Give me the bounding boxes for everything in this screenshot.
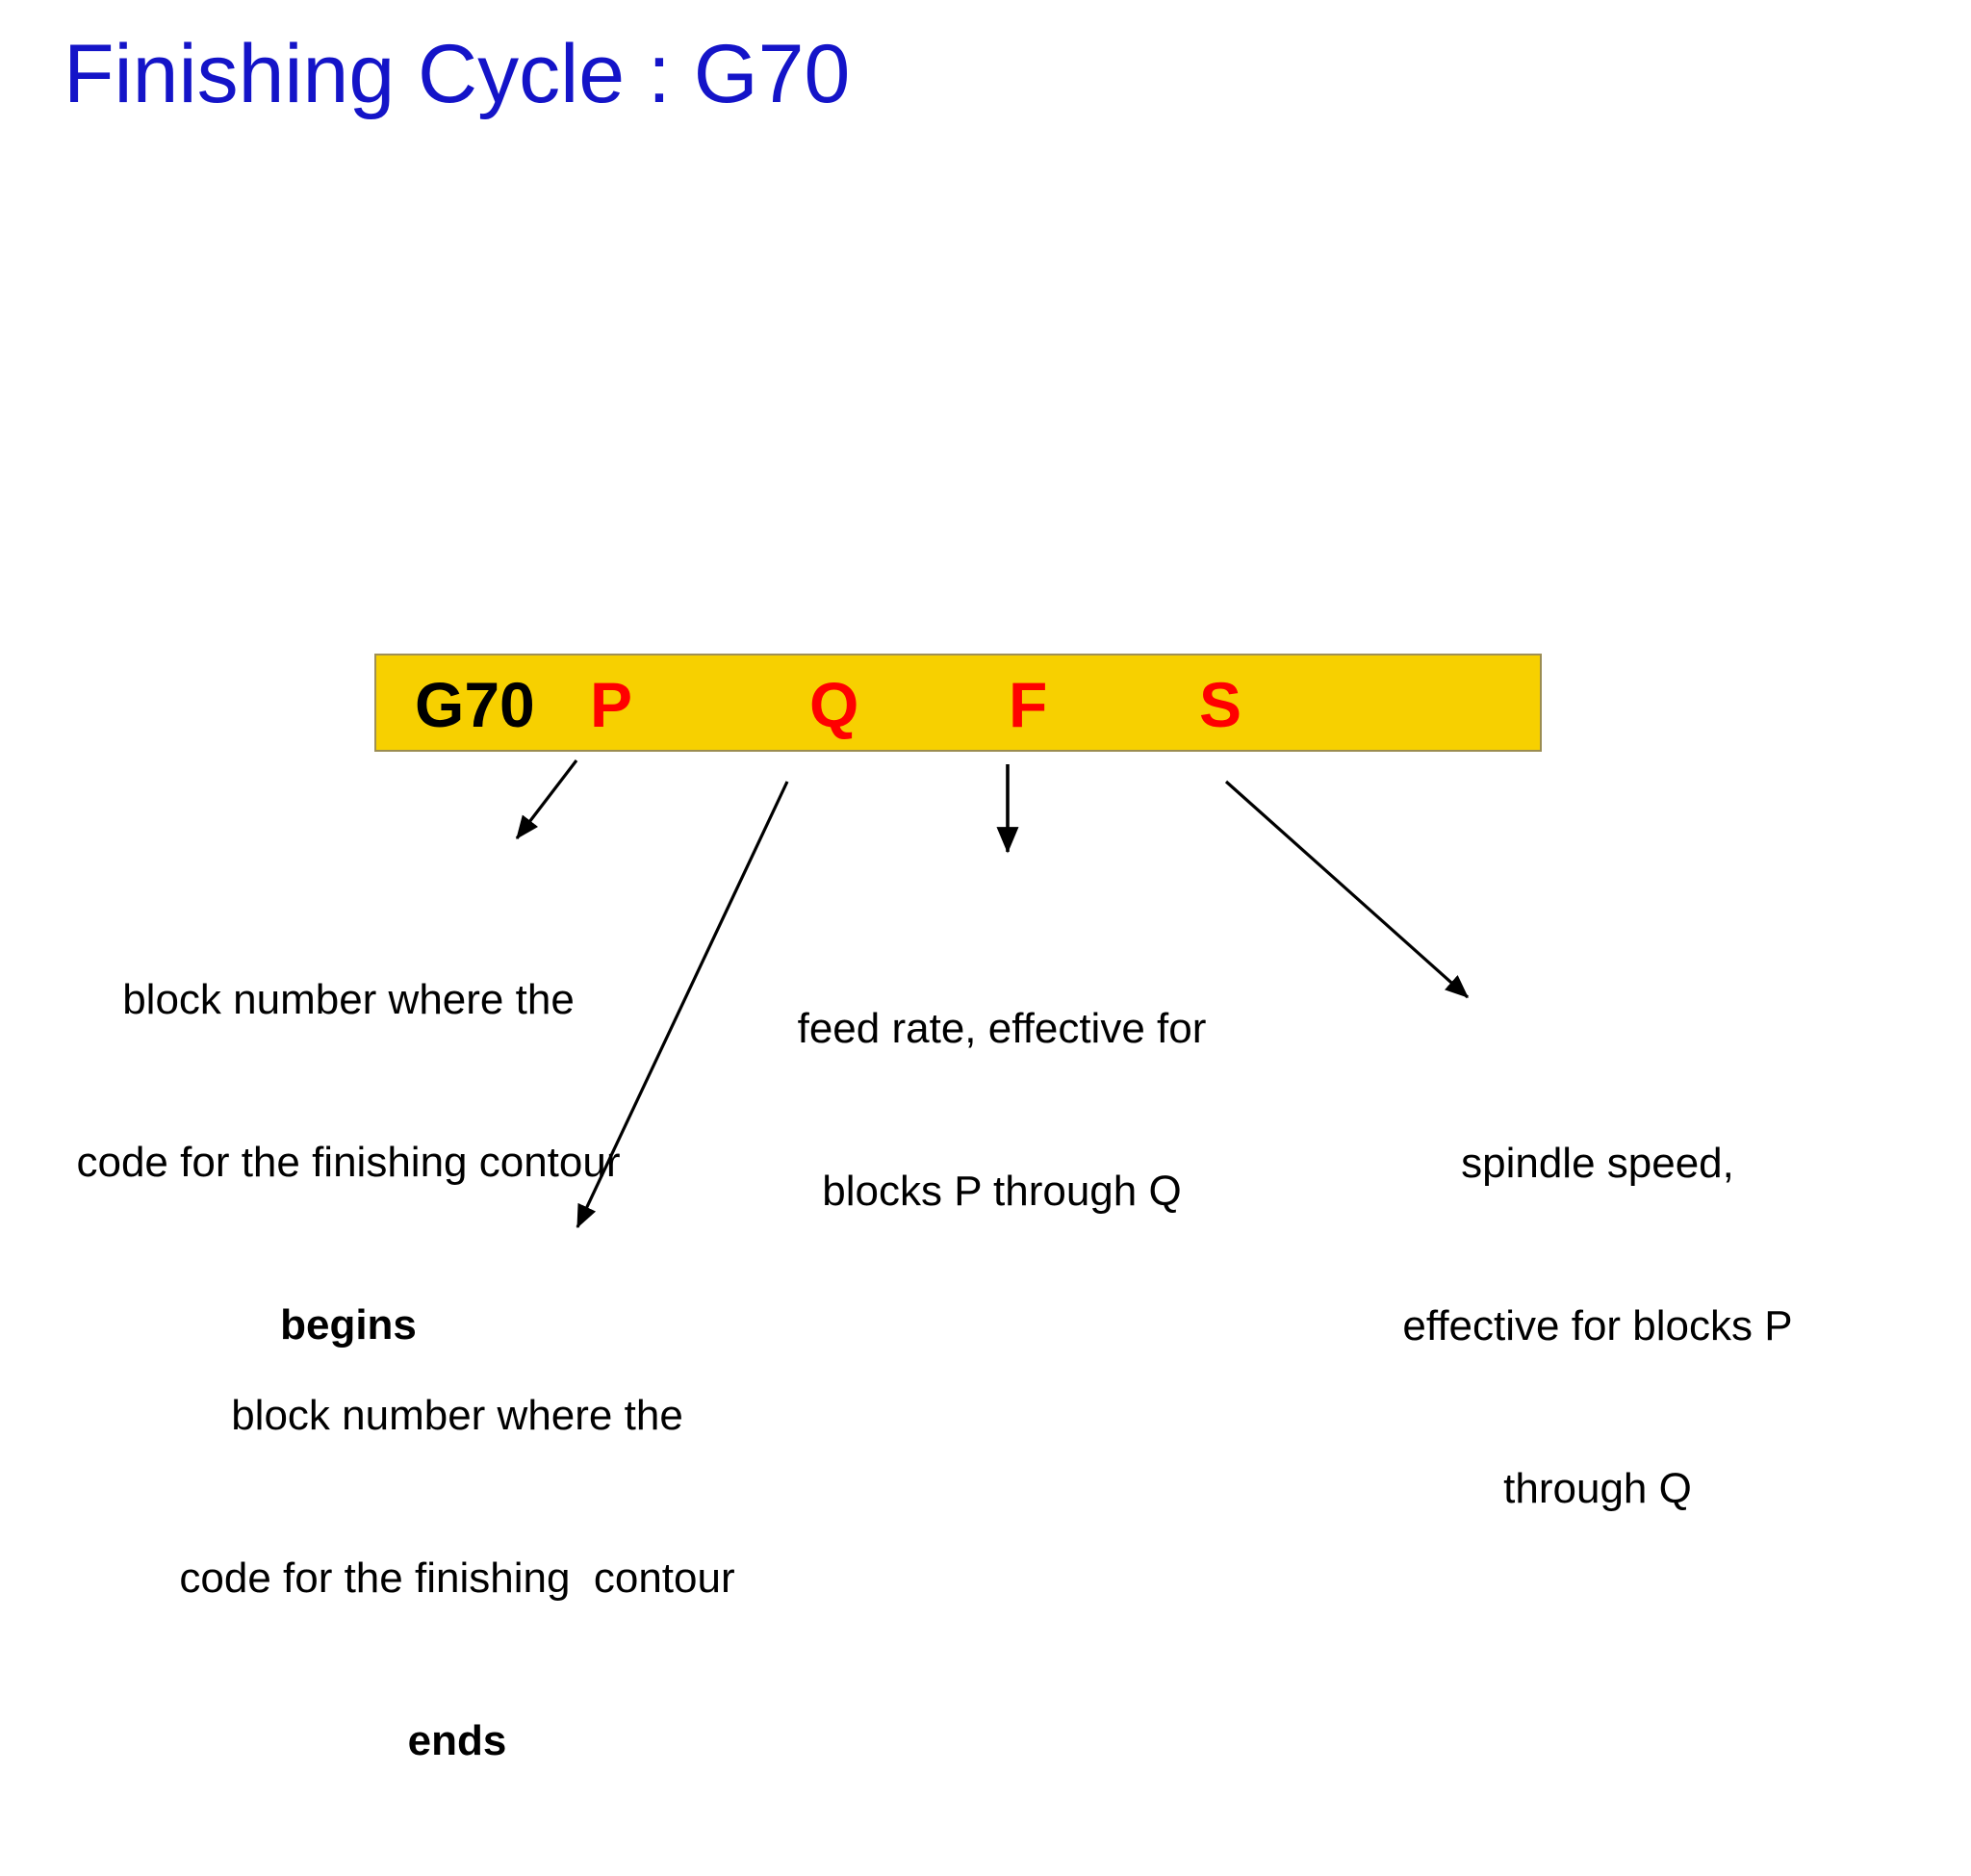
- code-token-g70: G70: [415, 669, 535, 740]
- slide-canvas: Finishing Cycle : G70 G70 P Q F S block …: [54, 28, 1793, 1764]
- arrow-p-icon: [515, 759, 578, 840]
- annotation-p-line1: block number where the: [122, 975, 575, 1023]
- annotation-s: spindle speed, effective for blocks P th…: [1357, 1028, 1838, 1624]
- page-title: Finishing Cycle : G70: [64, 28, 851, 120]
- annotation-s-line1: spindle speed,: [1461, 1139, 1734, 1187]
- code-token-f: F: [1009, 669, 1048, 740]
- g70-command-bar: G70 P Q F S: [374, 654, 1542, 752]
- arrow-s-icon: [1224, 780, 1470, 999]
- annotation-p-line2: code for the finishing contour: [76, 1138, 621, 1186]
- code-token-q: Q: [809, 669, 859, 740]
- annotation-s-line2: effective for blocks P: [1402, 1301, 1793, 1349]
- annotation-s-line3: through Q: [1503, 1464, 1692, 1512]
- annotation-p-line3: begins: [280, 1300, 417, 1349]
- annotation-q-line1: block number where the: [231, 1391, 683, 1439]
- annotation-f: feed rate, effective for blocks P throug…: [776, 893, 1228, 1327]
- annotation-q: block number where the code for the fini…: [149, 1280, 765, 1876]
- annotation-f-line2: blocks P through Q: [822, 1167, 1182, 1215]
- annotation-p: block number where the code for the fini…: [54, 864, 643, 1460]
- code-token-s: S: [1199, 669, 1242, 740]
- annotation-q-line3: ends: [407, 1716, 507, 1764]
- annotation-f-line1: feed rate, effective for: [797, 1004, 1207, 1052]
- annotation-q-line2: code for the finishing contour: [179, 1554, 735, 1602]
- code-token-p: P: [590, 669, 633, 740]
